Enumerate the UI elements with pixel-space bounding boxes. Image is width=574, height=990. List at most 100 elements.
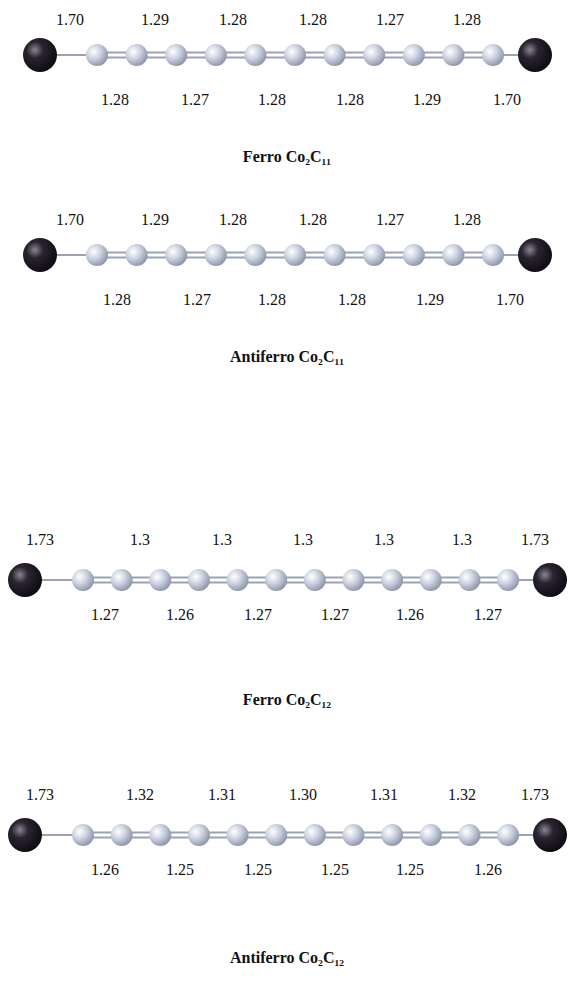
caption: Antiferro Co₂C₁₂ xyxy=(230,949,344,967)
carbon-atom xyxy=(284,44,306,66)
carbon-atom xyxy=(442,244,464,266)
carbon-atom xyxy=(126,44,148,66)
bond-length: 1.31 xyxy=(208,786,236,804)
bond-length: 1.70 xyxy=(493,91,521,109)
bond-length: 1.25 xyxy=(321,861,349,879)
bond-length: 1.28 xyxy=(453,11,481,29)
carbon-atom xyxy=(342,569,364,591)
bond-length: 1.3 xyxy=(374,531,394,549)
bond-length: 1.28 xyxy=(101,91,129,109)
bond-length: 1.30 xyxy=(289,786,317,804)
bond-length: 1.73 xyxy=(26,786,54,804)
carbon-atom xyxy=(165,244,187,266)
bond-length: 1.28 xyxy=(219,211,247,229)
carbon-atom xyxy=(72,824,94,846)
carbon-atom xyxy=(420,824,442,846)
bond-length: 1.29 xyxy=(416,291,444,309)
bond-length: 1.70 xyxy=(56,11,84,29)
carbon-atom xyxy=(497,824,519,846)
bond-length: 1.25 xyxy=(396,861,424,879)
bond-length: 1.3 xyxy=(293,531,313,549)
bond-length: 1.3 xyxy=(452,531,472,549)
bond-length: 1.70 xyxy=(56,211,84,229)
carbon-atom xyxy=(227,569,249,591)
carbon-atom xyxy=(244,244,266,266)
cobalt-atom xyxy=(533,818,567,852)
bond-length: 1.28 xyxy=(219,11,247,29)
carbon-atom xyxy=(72,569,94,591)
bond-length: 1.73 xyxy=(521,531,549,549)
carbon-atom xyxy=(165,44,187,66)
carbon-atom xyxy=(205,244,227,266)
bond-length: 1.28 xyxy=(453,211,481,229)
bond-length: 1.27 xyxy=(181,91,209,109)
carbon-atom xyxy=(324,244,346,266)
bond-length: 1.26 xyxy=(474,861,502,879)
carbon-atom xyxy=(458,824,480,846)
carbon-atom xyxy=(497,569,519,591)
chain xyxy=(23,238,552,272)
carbon-atom xyxy=(403,244,425,266)
carbon-atom xyxy=(227,824,249,846)
carbon-atom xyxy=(149,569,171,591)
carbon-atom xyxy=(304,824,326,846)
bond-length: 1.25 xyxy=(244,861,272,879)
bond-length: 1.28 xyxy=(258,91,286,109)
bond-length: 1.3 xyxy=(212,531,232,549)
carbon-atom xyxy=(188,569,210,591)
cobalt-atom xyxy=(8,818,42,852)
carbon-atom xyxy=(86,44,108,66)
carbon-atom xyxy=(265,569,287,591)
bond-length: 1.27 xyxy=(183,291,211,309)
bond-length: 1.28 xyxy=(338,291,366,309)
cobalt-atom xyxy=(23,238,57,272)
caption: Antiferro Co₂C₁₁ xyxy=(230,348,344,366)
carbon-atom xyxy=(381,569,403,591)
carbon-atom xyxy=(324,44,346,66)
carbon-atom xyxy=(265,824,287,846)
cobalt-atom xyxy=(518,238,552,272)
carbon-atom xyxy=(381,824,403,846)
carbon-atom xyxy=(403,44,425,66)
carbon-atom xyxy=(363,44,385,66)
carbon-atom xyxy=(304,569,326,591)
carbon-atom xyxy=(244,44,266,66)
bond-length: 1.28 xyxy=(258,291,286,309)
cobalt-atom xyxy=(8,563,42,597)
bond-length: 1.28 xyxy=(103,291,131,309)
carbon-atom xyxy=(482,244,504,266)
bond-length: 1.29 xyxy=(141,211,169,229)
bond-length: 1.31 xyxy=(370,786,398,804)
caption: Ferro Co₂C₁₁ xyxy=(243,148,331,166)
caption: Ferro Co₂C₁₂ xyxy=(243,691,331,709)
bond-length: 1.32 xyxy=(126,786,154,804)
bond-length: 1.73 xyxy=(26,531,54,549)
carbon-atom xyxy=(442,44,464,66)
bond-length: 1.27 xyxy=(321,606,349,624)
bond-length: 1.70 xyxy=(496,291,524,309)
carbon-atom xyxy=(363,244,385,266)
bond-length: 1.26 xyxy=(166,606,194,624)
carbon-atom xyxy=(188,824,210,846)
bond-length: 1.28 xyxy=(299,211,327,229)
carbon-atom xyxy=(482,44,504,66)
chain xyxy=(8,563,567,597)
cobalt-atom xyxy=(23,38,57,72)
carbon-atom xyxy=(205,44,227,66)
bond-length: 1.27 xyxy=(91,606,119,624)
bond-length: 1.29 xyxy=(413,91,441,109)
carbon-atom xyxy=(458,569,480,591)
chain xyxy=(8,818,567,852)
chain xyxy=(23,38,552,72)
bond-length: 1.26 xyxy=(91,861,119,879)
bond-length: 1.28 xyxy=(336,91,364,109)
bond-length: 1.29 xyxy=(141,11,169,29)
carbon-atom xyxy=(86,244,108,266)
carbon-atom xyxy=(111,569,133,591)
bond-length: 1.27 xyxy=(376,11,404,29)
bond-length: 1.27 xyxy=(376,211,404,229)
cobalt-atom xyxy=(533,563,567,597)
carbon-atom xyxy=(342,824,364,846)
bond-length: 1.27 xyxy=(244,606,272,624)
bond-length: 1.32 xyxy=(448,786,476,804)
